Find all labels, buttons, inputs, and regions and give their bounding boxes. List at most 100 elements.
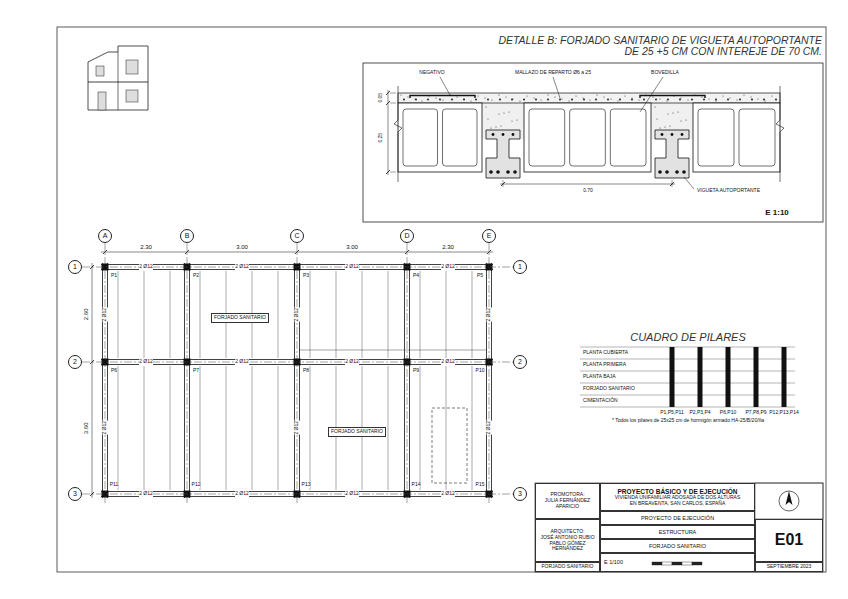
slab-detail (664, 126, 665, 127)
title-block-cell: FORJADO SANITARIO (600, 539, 755, 553)
table-cell: P6,P10 (720, 410, 736, 416)
grid-axis-bubble: A (98, 229, 112, 243)
column-tag: P10 (476, 368, 485, 374)
foundation-slab-plan (446, 271, 447, 358)
title-block-cell: PROYECTO DE EJECUCIÓN (600, 511, 755, 525)
cell-heading: C (294, 232, 299, 240)
slab-detail (776, 86, 784, 182)
slab-detail (703, 99, 705, 101)
slab-tag: FORJADO SANITARIO (328, 427, 386, 437)
dimension: 0.70 (583, 188, 593, 194)
title-block-cell: PROYECTO BÁSICO Y DE EJECUCIÓNVIVIENDA U… (600, 483, 755, 511)
column-tag: P7 (193, 368, 199, 374)
foundation-slab-plan (103, 250, 107, 254)
grid-axis-bubble: C (290, 229, 304, 243)
slab-detail (435, 97, 436, 98)
slab-detail (631, 97, 632, 98)
foundation-slab-plan (405, 250, 409, 254)
slab-detail (659, 98, 660, 99)
slab-detail (672, 112, 673, 113)
slab-detail (463, 98, 464, 99)
slab-detail (403, 99, 405, 101)
title-block (755, 483, 823, 519)
slab-detail (390, 103, 396, 104)
dimension: 3.00 (346, 244, 358, 251)
column-tag: P1 (111, 273, 117, 279)
cell-heading: 2 (518, 358, 522, 366)
foundation-slab-plan (487, 250, 491, 254)
column-schedule (580, 383, 795, 384)
foundation-slab-plan (92, 263, 93, 498)
callout-label: NEGATIVO (419, 70, 444, 76)
foundation-slab-plan (446, 366, 447, 490)
slab-detail (535, 99, 537, 101)
detail-heading: DETALLE B: FORJADO SANITARIO DE VIGUETA … (492, 35, 822, 57)
slab-detail (682, 170, 686, 174)
sheet-frame (57, 27, 826, 572)
cell-heading: FORJADO SANITARIO (331, 429, 383, 435)
slab-detail (440, 77, 450, 95)
slab-detail (526, 95, 527, 96)
slab-detail (500, 184, 675, 185)
column-tag: P2 (193, 273, 199, 279)
foundation-slab-plan (409, 263, 410, 498)
slab-detail (463, 99, 465, 101)
column-schedule (754, 347, 759, 407)
slab-detail (729, 97, 730, 98)
column-tag: P14 (412, 482, 421, 488)
cell-text: JULIA FERNÁNDEZ APARICIO (539, 498, 596, 510)
table-cell: PLANTA PRIMERA (583, 362, 626, 368)
slab-detail (681, 133, 684, 136)
slab-detail (775, 99, 777, 101)
slab-detail (739, 109, 775, 166)
column-tag: P15 (476, 482, 485, 488)
foundation-slab-plan (362, 271, 363, 358)
foundation-slab-plan (472, 271, 473, 358)
slab-detail (516, 119, 517, 120)
foundation-slab-plan (170, 271, 171, 358)
column-schedule (726, 347, 731, 407)
slab-detail (508, 111, 509, 112)
cell-heading: 1 (73, 263, 77, 271)
dimension: 2.60 (83, 308, 90, 320)
slab-detail (659, 127, 660, 128)
slab-detail (638, 99, 639, 100)
slab-detail (672, 180, 673, 187)
slab-detail (619, 99, 621, 101)
column-tag: P8 (303, 368, 309, 374)
column-tag: P5 (477, 273, 483, 279)
slab-detail (583, 99, 585, 101)
callout-label: VIGUETA AUTOPORTANTE (697, 188, 760, 194)
slab-detail (708, 98, 709, 99)
cell-heading: A (103, 232, 108, 240)
title-block-cell: E01 (755, 519, 823, 562)
beam-label: 2 Ø12 (345, 264, 359, 270)
slab-detail (595, 99, 597, 101)
slab-detail (498, 113, 499, 114)
slab-detail (386, 170, 390, 174)
foundation-slab-plan (102, 263, 103, 498)
column-tag: P4 (413, 273, 419, 279)
slab-detail (524, 103, 651, 172)
slab-detail (491, 99, 492, 100)
table-cell: CIMENTACIÓN (583, 398, 618, 404)
slab-detail (643, 99, 645, 101)
slab-detail (665, 170, 669, 174)
key-section-thumbnail (96, 66, 104, 76)
slab-detail (523, 99, 525, 101)
beam-label: 2 Ø12 (235, 491, 249, 497)
slab-detail (607, 99, 609, 101)
beam-label: 2 Ø12 (345, 359, 359, 365)
slab-detail (617, 100, 618, 101)
foundation-slab-plan (144, 271, 145, 358)
slab-detail (568, 100, 569, 101)
slab-detail (722, 95, 723, 96)
beam-label: 2 Ø12 (294, 308, 300, 322)
callout-label: MALLAZO DE REPARTO Ø6 a 25 (515, 70, 591, 76)
slab-detail (561, 98, 562, 99)
column-schedule (580, 347, 795, 407)
slab-detail (390, 93, 396, 94)
foundation-slab-plan (170, 366, 171, 490)
slab-detail (655, 130, 689, 178)
